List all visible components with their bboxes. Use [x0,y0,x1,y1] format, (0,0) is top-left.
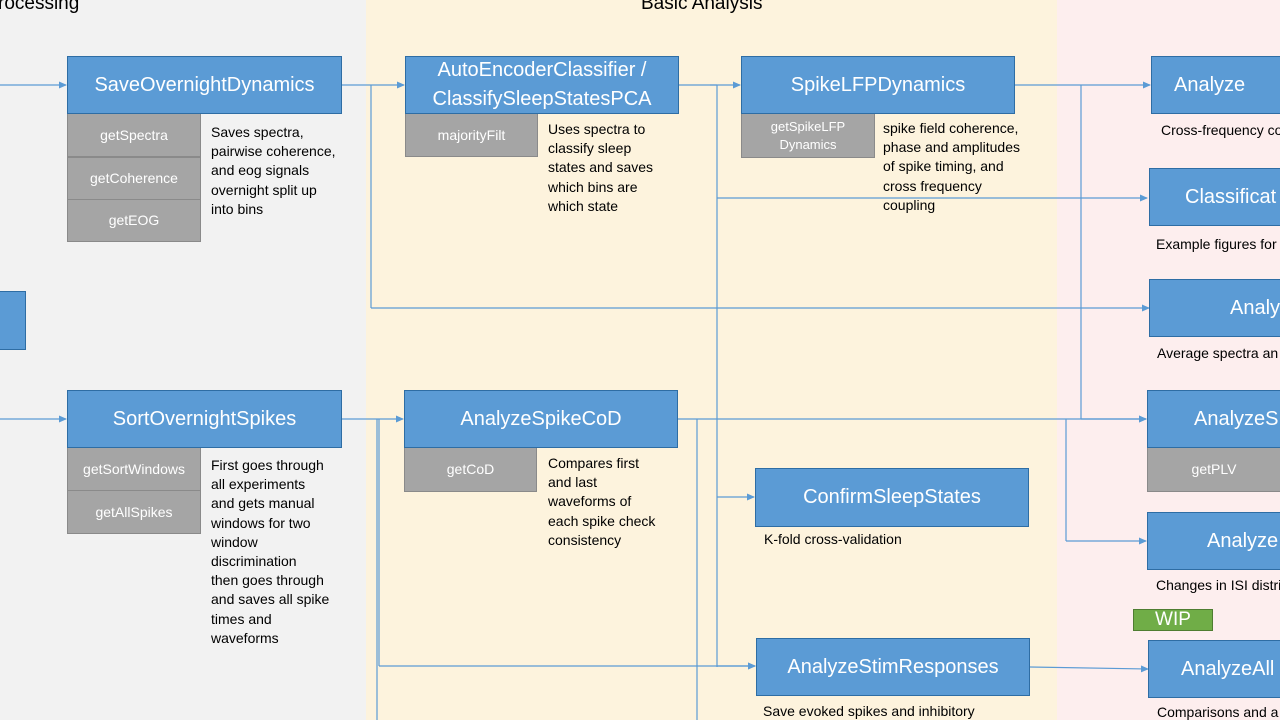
wip-label: WIP [1155,609,1191,630]
confirm-sleep-states-label: ConfirmSleepStates [803,486,981,508]
get-cod-label: getCoD [446,461,495,477]
right-analyze-all-label: AnalyzeAll [1181,657,1275,680]
right-analyze-s-label: AnalyzeS [1194,407,1279,430]
desc-line: all experiments [211,476,306,493]
get-plv-label: getPLV [1191,461,1237,477]
get-cod-box[interactable]: getCoD [404,448,537,492]
desc-line: which bins are [548,178,638,195]
desc-line: into bins [211,200,264,217]
desc-line: spike field coherence, [883,120,1019,136]
autoencoder-description: Uses spectra to classify sleep states an… [548,120,653,216]
majority-filt-label: majorityFilt [437,126,506,143]
right-analyze-s-box[interactable]: AnalyzeS [1147,390,1280,448]
get-spike-lfp-dynamics-box[interactable]: getSpikeLFP Dynamics [741,114,875,158]
spike-lfp-dynamics-box[interactable]: SpikeLFPDynamics [741,56,1015,114]
majority-filt-box[interactable]: majorityFilt [405,114,538,157]
region-title-preprocessing: rocessing [0,0,80,14]
get-spectra-label: getSpectra [100,126,168,143]
right-classificat-box[interactable]: Classificat [1149,168,1280,226]
desc-line: and eog signals [211,162,310,179]
desc-line: and gets manual [211,495,315,512]
desc-line: cross frequency [883,177,982,194]
arrow-stim-to-analyze-all [1029,665,1149,673]
get-all-spikes-label: getAllSpikes [95,503,173,520]
autoencoder-label-line2: ClassifySleepStatesPCA [432,88,652,110]
analyze-stim-responses-box[interactable]: AnalyzeStimResponses [756,638,1030,696]
sort-spikes-description: First goes through all experiments and g… [211,456,329,648]
desc-line: times and [211,610,272,627]
get-sort-windows-label: getSortWindows [83,460,185,477]
analyze-spike-cod-box[interactable]: AnalyzeSpikeCoD [404,390,678,448]
right-caption-5: Comparisons and a [1157,704,1279,720]
desc-line: Saves spectra, [211,124,304,140]
right-analyze-label-2: Analyze [1207,529,1279,552]
spike-cod-description: Compares first and last waveforms of eac… [548,454,655,550]
save-overnight-description: Saves spectra, pairwise coherence, and e… [211,123,336,219]
region-title-basic-analysis: Basic Analysis [641,0,763,14]
right-caption-2: Example figures for [1156,236,1277,252]
desc-line: Uses spectra to [548,121,646,137]
desc-line: coupling [883,196,936,213]
desc-line: which state [548,197,619,214]
analyze-stim-responses-label: AnalyzeStimResponses [787,655,999,678]
autoencoder-classifier-box[interactable]: AutoEncoderClassifier / ClassifySleepSta… [405,56,679,114]
desc-line: and last [548,474,598,491]
sort-overnight-spikes-label: SortOvernightSpikes [112,407,297,430]
region-advanced-analysis [1057,0,1280,720]
get-spike-lfp-label-line1: getSpikeLFP [770,118,846,134]
desc-line: classify sleep [548,140,632,157]
offscreen-module-box[interactable] [0,291,26,350]
save-overnight-dynamics-label: SaveOvernightDynamics [94,73,315,96]
desc-line: discrimination [211,553,297,570]
desc-line: overnight split up [211,181,317,198]
get-spectra-box[interactable]: getSpectra [67,114,201,157]
desc-line: states and saves [548,159,654,176]
confirm-sleep-states-caption: K-fold cross-validation [764,531,902,547]
desc-line: First goes through [211,457,324,473]
right-analyze-all-box[interactable]: AnalyzeAll [1148,640,1280,698]
right-caption-1: Cross-frequency co [1161,122,1280,138]
get-coherence-label: getCoherence [90,170,178,186]
wip-badge: WIP [1133,609,1213,631]
analyze-stim-responses-caption: Save evoked spikes and inhibitory [763,703,975,719]
get-plv-box[interactable]: getPLV [1147,448,1280,492]
right-analy-label: Analy [1230,296,1280,319]
desc-line: pairwise coherence, [211,143,336,160]
desc-line: windows for two [211,514,311,531]
right-classificat-label: Classificat [1185,185,1277,208]
save-overnight-dynamics-box[interactable]: SaveOvernightDynamics [67,56,342,114]
get-spike-lfp-label-line2: Dynamics [779,136,837,152]
desc-line: phase and amplitudes [883,139,1020,156]
desc-line: and saves all spike [211,591,330,608]
autoencoder-label-line1: AutoEncoderClassifier / [437,59,647,81]
desc-line: Compares first [548,455,640,471]
desc-line: then goes through [211,572,324,589]
get-eog-box[interactable]: getEOG [67,199,201,242]
desc-line: waveforms of [548,493,632,510]
desc-line: consistency [548,531,622,548]
desc-line: waveforms [211,629,279,646]
get-coherence-box[interactable]: getCoherence [67,157,201,200]
get-sort-windows-box[interactable]: getSortWindows [67,448,201,491]
desc-line: window [211,533,258,550]
analyze-spike-cod-label: AnalyzeSpikeCoD [460,407,622,430]
right-analyze-box-2[interactable]: Analyze [1147,512,1280,570]
right-caption-3: Average spectra an [1157,345,1279,361]
desc-line: of spike timing, and [883,158,1004,175]
desc-line: each spike check [548,512,656,529]
right-analyze-box-1[interactable]: Analyze [1151,56,1280,114]
confirm-sleep-states-box[interactable]: ConfirmSleepStates [755,468,1029,527]
right-analy-box[interactable]: Analy [1149,279,1280,337]
right-caption-4: Changes in ISI distri [1156,577,1280,593]
get-eog-label: getEOG [108,212,160,228]
sort-overnight-spikes-box[interactable]: SortOvernightSpikes [67,390,342,448]
spike-lfp-dynamics-label: SpikeLFPDynamics [790,73,966,96]
spike-lfp-description: spike field coherence, phase and amplitu… [883,119,1020,215]
get-all-spikes-box[interactable]: getAllSpikes [67,490,201,534]
right-analyze-label-1: Analyze [1174,73,1246,96]
